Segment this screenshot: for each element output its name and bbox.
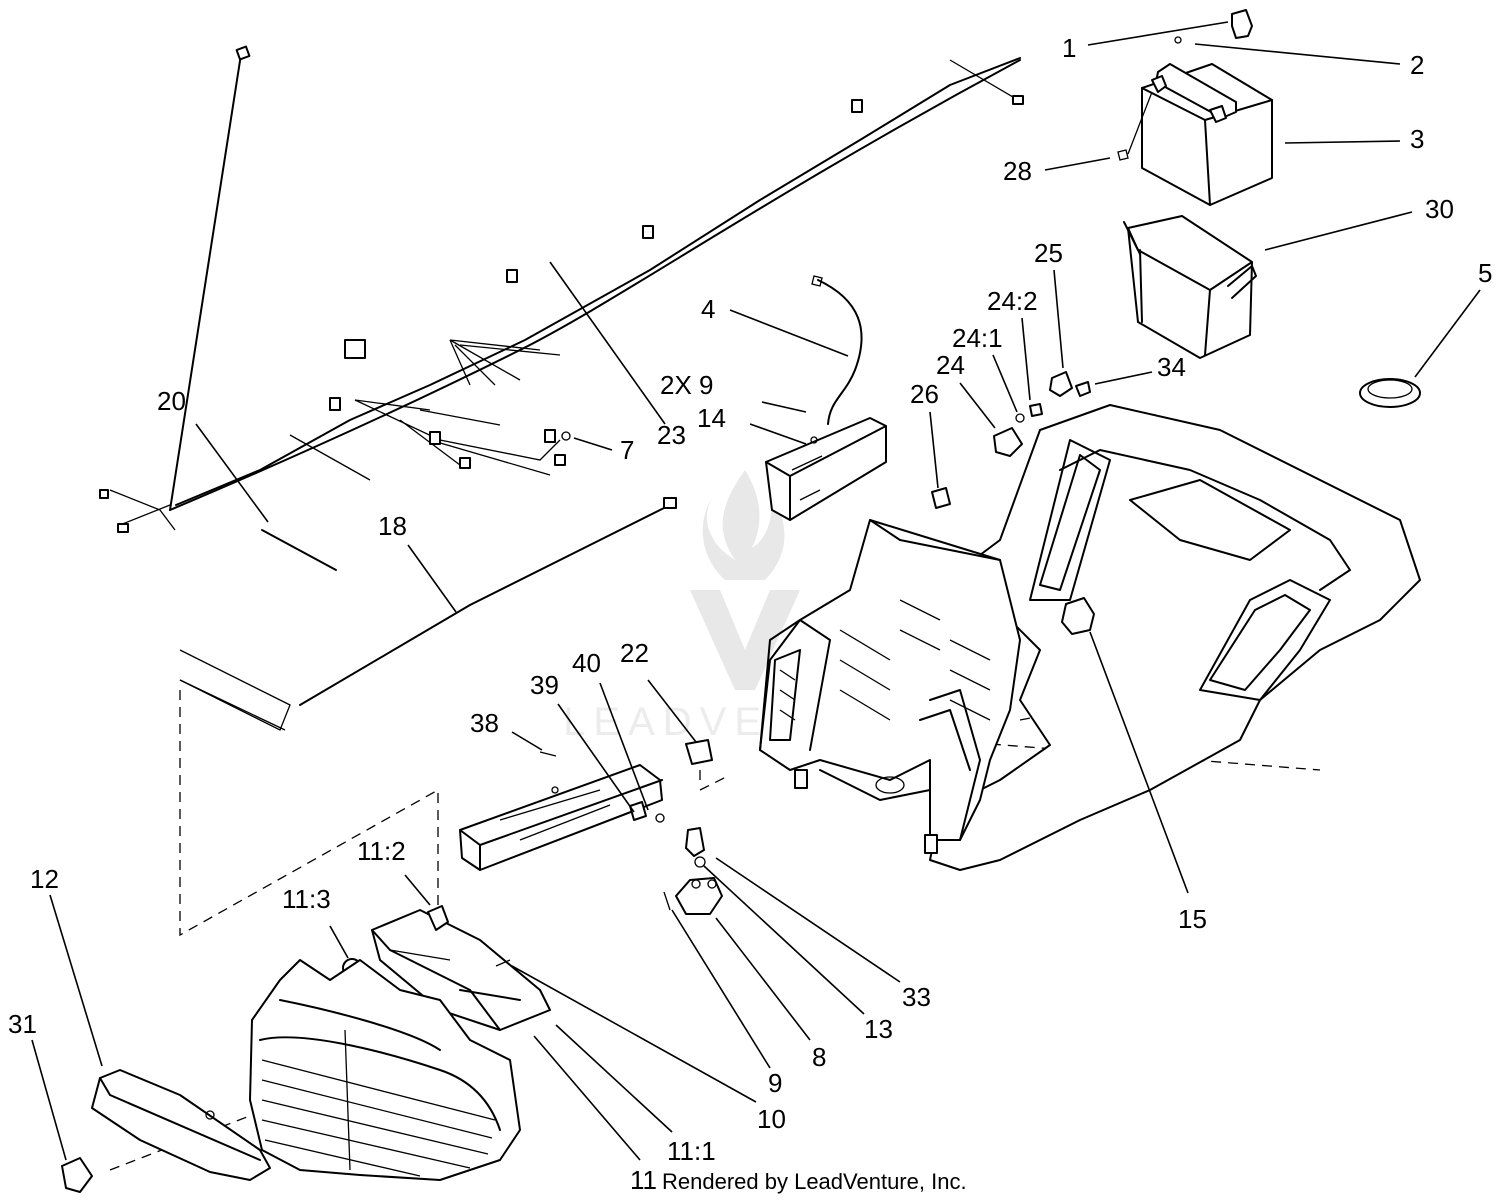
callout-10: 10 [757, 1104, 786, 1134]
callout-33: 33 [902, 982, 931, 1012]
callout-30: 30 [1425, 194, 1454, 224]
callout-34: 34 [1157, 352, 1186, 382]
callout-24-1: 24:1 [952, 323, 1003, 353]
callout-4: 4 [701, 294, 715, 324]
part-24-ignition-switch [993, 427, 1023, 457]
part-38-screw [539, 751, 557, 757]
leader-lines [31, 21, 1481, 1161]
part-31-emblem [61, 1157, 93, 1193]
callout-8: 8 [812, 1042, 826, 1072]
callout-38: 38 [470, 708, 499, 738]
part-14-bracket [765, 417, 887, 521]
part-39-connector [629, 801, 647, 821]
part-18-wire [179, 497, 677, 731]
part-1-terminal-cover [1231, 9, 1253, 39]
callout-26: 26 [910, 379, 939, 409]
credit-text: Rendered by LeadVenture, Inc. [662, 1169, 967, 1194]
callout-12: 12 [30, 864, 59, 894]
part-3-battery [1127, 63, 1273, 206]
part-12-front-panel [91, 1069, 271, 1181]
callout-40: 40 [572, 648, 601, 678]
callout-7: 7 [620, 435, 634, 465]
callout-20: 20 [157, 386, 186, 416]
part-26-connector [931, 487, 951, 509]
callout-2x9: 2X 9 [660, 370, 714, 400]
callout-23: 23 [657, 420, 686, 450]
part-34-connector [1075, 381, 1091, 397]
callout-11-1: 11:1 [667, 1136, 716, 1166]
callout-15: 15 [1178, 904, 1207, 934]
callout-25: 25 [1034, 238, 1063, 268]
callout-1: 1 [1062, 33, 1076, 63]
part-4-cable [811, 275, 863, 425]
part-10-screw [495, 959, 511, 967]
watermark-v-logo [690, 590, 800, 690]
dash-panel [759, 519, 1021, 854]
part-20-wire [261, 529, 337, 571]
part-24-1-nut [1015, 413, 1025, 423]
callout-labels: 1 2 3 28 30 5 25 24:2 24:1 24 34 26 4 2X… [8, 33, 1492, 1195]
part-40-nut [655, 813, 665, 823]
part-28-nut [1117, 149, 1129, 161]
watermark-flame-logo [702, 470, 785, 580]
part-30-battery-tray [1123, 215, 1257, 359]
callout-11-2: 11:2 [357, 836, 406, 866]
callout-22: 22 [620, 638, 649, 668]
callout-9: 9 [768, 1068, 782, 1098]
part-9-bolt [663, 891, 671, 911]
callout-3: 3 [1410, 124, 1424, 154]
part-8-solenoid [675, 877, 723, 915]
part-25-switch [1049, 371, 1073, 397]
callout-39: 39 [530, 670, 559, 700]
callout-5: 5 [1478, 258, 1492, 288]
chassis-frame [929, 404, 1421, 871]
hood-grille [249, 959, 521, 1181]
part-13-nut [694, 856, 706, 868]
lower-bracket [459, 764, 663, 871]
callout-2: 2 [1410, 50, 1424, 80]
part-22-relay [685, 739, 713, 765]
callout-24: 24 [936, 350, 965, 380]
part-15-switch [1061, 597, 1095, 635]
callout-11-3: 11:3 [282, 884, 331, 914]
callout-28: 28 [1003, 156, 1032, 186]
callout-31: 31 [8, 1009, 37, 1039]
part-5-plug [1359, 378, 1421, 408]
callout-13: 13 [864, 1014, 893, 1044]
callout-11: 11 [630, 1165, 657, 1195]
part-2-bolt [1174, 36, 1182, 44]
part-11-2-socket [427, 905, 449, 931]
callout-14: 14 [697, 403, 726, 433]
callout-24-2: 24:2 [987, 286, 1038, 316]
part-7-terminal [561, 431, 571, 441]
part-33-boot [685, 827, 705, 857]
callout-18: 18 [378, 511, 407, 541]
part-24-2-key [1029, 403, 1043, 417]
part-23-wire-harness [99, 45, 1024, 533]
